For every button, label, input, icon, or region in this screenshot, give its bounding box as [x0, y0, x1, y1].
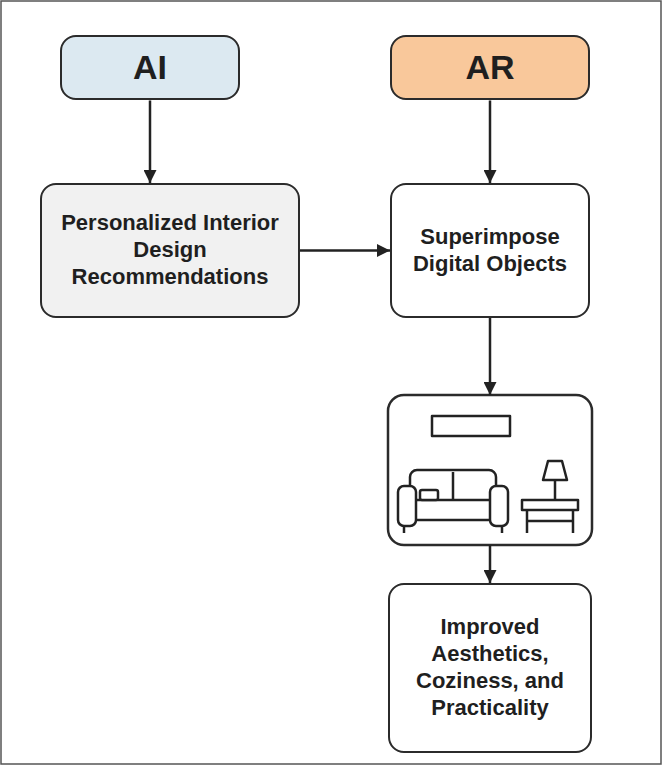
sofa-divider	[452, 472, 455, 500]
arrow-connector	[489, 100, 492, 183]
layout-arrow	[489, 318, 492, 395]
header-box: AI	[60, 35, 240, 100]
sofa-seat	[412, 500, 494, 520]
arrow-connector	[149, 100, 152, 183]
result-box: Improved Aesthetics, Coziness, and Pract…	[388, 583, 592, 753]
side-table-shelf	[527, 520, 573, 523]
node-label: AI	[133, 47, 167, 88]
layout-arrow	[489, 545, 492, 583]
sofa-leg	[403, 526, 406, 533]
arrow-connector	[300, 249, 390, 252]
node-label: Improved Aesthetics, Coziness, and Pract…	[402, 614, 578, 721]
sofa-arm	[490, 486, 508, 526]
process-box: Personalized Interior Design Recommendat…	[40, 183, 300, 318]
sofa-arm	[398, 486, 416, 526]
side-table-top	[522, 500, 578, 510]
lamp-stem	[554, 480, 557, 500]
tv-screen	[432, 416, 510, 436]
process-box: Superimpose Digital Objects	[390, 183, 590, 318]
node-label: Personalized Interior Design Recommendat…	[54, 210, 286, 290]
lamp-shade	[543, 461, 567, 480]
node-label: Superimpose Digital Objects	[404, 224, 576, 278]
sofa-cushion	[420, 490, 438, 500]
sofa-leg	[501, 526, 504, 533]
header-box: AR	[390, 35, 590, 100]
icon-frame	[388, 395, 592, 545]
furniture-icon	[398, 416, 578, 533]
living-room-icon-box	[388, 395, 592, 545]
node-label: AR	[465, 47, 514, 88]
